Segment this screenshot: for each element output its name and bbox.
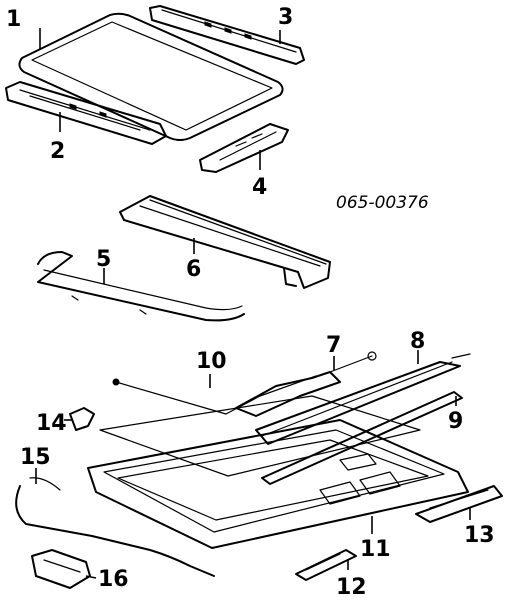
callout-9: 9 (448, 409, 463, 434)
part-11-main-frame (87, 395, 469, 549)
callout-6: 6 (186, 257, 201, 282)
callout-4: 4 (252, 175, 267, 200)
part-3-wind-deflector (149, 5, 305, 65)
part-5-guide-cable (37, 251, 245, 322)
callout-13: 13 (464, 523, 495, 548)
part-2-sunshade (5, 81, 167, 145)
leader-lines (35, 28, 471, 579)
part-7-motor (235, 351, 377, 417)
callout-14: 14 (36, 411, 67, 436)
part-1-glass-panel (18, 12, 284, 141)
callout-3: 3 (278, 5, 293, 30)
part-15-drain-hose (15, 477, 215, 577)
callout-7: 7 (326, 333, 341, 358)
callout-8: 8 (410, 329, 425, 354)
callout-labels: 1 2 3 4 5 6 7 8 9 10 11 12 13 14 15 16 (6, 5, 495, 600)
part-16-harness (31, 549, 91, 589)
callout-12: 12 (336, 575, 367, 600)
part-13-rear-bracket (415, 485, 503, 523)
part-14-clip (69, 407, 95, 431)
part-4-bracket (199, 123, 289, 173)
callout-10: 10 (196, 349, 227, 374)
callout-1: 1 (6, 7, 21, 32)
callout-5: 5 (96, 247, 111, 272)
part-10-drive-cable (112, 375, 317, 415)
part-6-rear-rail (119, 195, 331, 289)
part-12-front-bracket (295, 549, 357, 581)
callout-2: 2 (50, 139, 65, 164)
callout-15: 15 (20, 445, 51, 470)
reference-code: 065-00376 (336, 193, 429, 213)
callout-16: 16 (98, 567, 129, 592)
part-8-guide-rail (255, 353, 471, 445)
callout-11: 11 (360, 537, 391, 562)
